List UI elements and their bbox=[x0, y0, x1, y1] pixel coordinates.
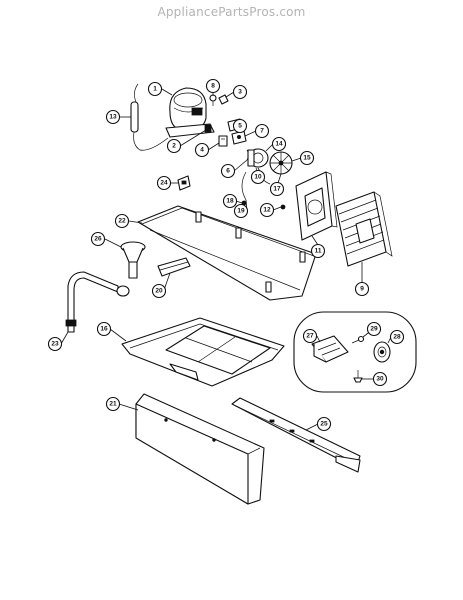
callout-20: 20 bbox=[151, 283, 167, 299]
screw-part-12[interactable] bbox=[280, 204, 286, 210]
callout-19: 19 bbox=[233, 203, 249, 219]
svg-text:26: 26 bbox=[94, 236, 102, 243]
drain-tube-part[interactable] bbox=[65, 271, 130, 333]
callout-10: 10 bbox=[250, 169, 266, 185]
screw-part-29[interactable] bbox=[351, 335, 365, 344]
svg-text:16: 16 bbox=[100, 326, 108, 333]
toe-panel-part[interactable] bbox=[135, 393, 265, 505]
svg-text:27: 27 bbox=[306, 333, 314, 340]
svg-text:20: 20 bbox=[155, 288, 163, 295]
callout-23: 23 bbox=[47, 336, 63, 352]
callout-14: 14 bbox=[271, 136, 287, 152]
watermark-text: AppliancePartsPros.com bbox=[157, 5, 306, 19]
svg-text:19: 19 bbox=[237, 208, 245, 215]
svg-text:14: 14 bbox=[275, 141, 283, 148]
svg-text:29: 29 bbox=[370, 326, 378, 333]
svg-text:3: 3 bbox=[238, 89, 242, 96]
callout-4: 4 bbox=[194, 142, 210, 158]
callout-27: 27 bbox=[302, 328, 318, 344]
drier-part[interactable] bbox=[130, 83, 169, 151]
svg-text:7: 7 bbox=[260, 128, 264, 135]
fan-motor-part[interactable] bbox=[247, 148, 269, 168]
callout-18: 18 bbox=[222, 193, 238, 209]
svg-text:28: 28 bbox=[393, 334, 401, 341]
svg-text:13: 13 bbox=[109, 114, 117, 121]
overload-part-4[interactable] bbox=[218, 135, 228, 147]
svg-text:11: 11 bbox=[315, 248, 322, 255]
callout-22: 22 bbox=[114, 213, 130, 229]
svg-text:4: 4 bbox=[200, 147, 204, 154]
callout-12: 12 bbox=[259, 202, 275, 218]
svg-text:5: 5 bbox=[238, 123, 242, 130]
wheel-part-28[interactable] bbox=[373, 341, 391, 363]
svg-text:30: 30 bbox=[376, 376, 384, 383]
svg-text:12: 12 bbox=[263, 207, 271, 214]
callout-8: 8 bbox=[205, 78, 221, 94]
front-grille-part[interactable] bbox=[231, 397, 361, 473]
callout-1: 1 bbox=[147, 81, 163, 97]
callout-24: 24 bbox=[156, 175, 172, 191]
tube-part[interactable] bbox=[157, 257, 191, 277]
callout-30: 30 bbox=[372, 371, 388, 387]
compressor-part[interactable] bbox=[165, 87, 215, 138]
svg-text:6: 6 bbox=[226, 168, 230, 175]
callout-2: 2 bbox=[166, 138, 182, 154]
svg-text:23: 23 bbox=[51, 341, 59, 348]
screw-part-8[interactable] bbox=[209, 94, 217, 106]
svg-text:9: 9 bbox=[360, 286, 364, 293]
leader-lines bbox=[60, 88, 392, 431]
detail-inset-panel bbox=[293, 311, 417, 393]
clip-part-24[interactable] bbox=[177, 175, 191, 191]
base-plate-part[interactable] bbox=[137, 205, 317, 301]
callout-5: 5 bbox=[232, 118, 248, 134]
callout-7: 7 bbox=[254, 123, 270, 139]
drain-funnel-part[interactable] bbox=[120, 241, 146, 279]
svg-text:1: 1 bbox=[153, 86, 157, 93]
callout-17: 17 bbox=[269, 181, 285, 197]
clip-part-3[interactable] bbox=[218, 94, 229, 105]
callout-29: 29 bbox=[366, 321, 382, 337]
svg-text:2: 2 bbox=[172, 143, 176, 150]
svg-text:15: 15 bbox=[303, 155, 311, 162]
svg-text:25: 25 bbox=[320, 421, 328, 428]
callout-16: 16 bbox=[96, 321, 112, 337]
svg-text:24: 24 bbox=[160, 180, 168, 187]
grommet-part[interactable] bbox=[204, 124, 212, 133]
callout-3: 3 bbox=[232, 84, 248, 100]
callout-9: 9 bbox=[354, 281, 370, 297]
svg-text:17: 17 bbox=[273, 186, 281, 193]
wire-part-19[interactable] bbox=[241, 171, 247, 201]
svg-text:8: 8 bbox=[211, 83, 215, 90]
bracket-part-27[interactable] bbox=[311, 335, 349, 363]
svg-text:10: 10 bbox=[254, 174, 262, 181]
callout-11: 11 bbox=[310, 243, 326, 259]
callout-21: 21 bbox=[105, 396, 121, 412]
callout-26: 26 bbox=[90, 231, 106, 247]
callout-15: 15 bbox=[299, 150, 315, 166]
svg-text:21: 21 bbox=[109, 401, 117, 408]
callout-13: 13 bbox=[105, 109, 121, 125]
drain-pan-part[interactable] bbox=[121, 317, 285, 387]
svg-text:22: 22 bbox=[118, 218, 126, 225]
callout-28: 28 bbox=[389, 329, 405, 345]
callout-25: 25 bbox=[316, 416, 332, 432]
screw-part-30[interactable] bbox=[353, 370, 363, 383]
svg-text:18: 18 bbox=[226, 198, 234, 205]
fan-blade-part[interactable] bbox=[269, 151, 293, 175]
condenser-coil-part[interactable] bbox=[335, 191, 393, 267]
callout-6: 6 bbox=[220, 163, 236, 179]
fan-shroud-part[interactable] bbox=[295, 171, 338, 241]
